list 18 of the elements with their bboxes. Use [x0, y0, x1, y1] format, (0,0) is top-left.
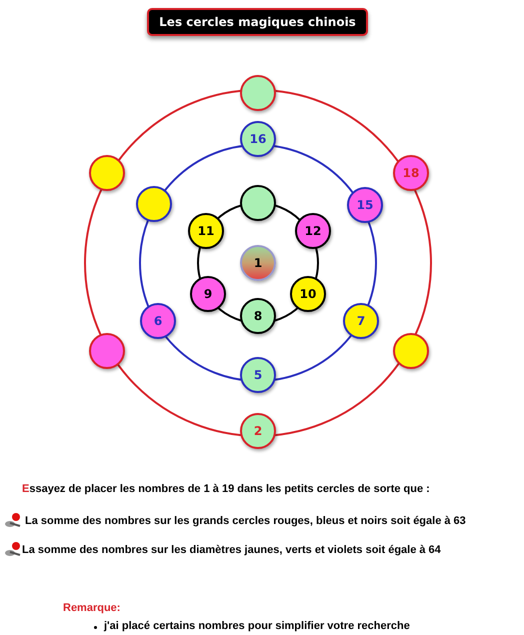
empty-circle	[89, 333, 125, 369]
rule-text: La somme des nombres sur les grands cercles rouges, bleus et noirs soit égale à 63	[25, 515, 466, 527]
empty-circle	[393, 333, 429, 369]
number-circle: 18	[393, 155, 429, 191]
note-heading: Remarque:	[63, 602, 120, 614]
note-text: j'ai placé certains nombres pour simplifier votre recherche	[104, 620, 410, 632]
rule-text: La somme des nombres sur les diamètres jaunes, verts et violets soit égale à 64	[22, 544, 441, 556]
instruction-text: Essayez de placer les nombres de 1 à 19 dans les petits cercles de sorte que :	[22, 483, 430, 495]
empty-circle	[240, 75, 276, 111]
number-circle: 7	[343, 303, 379, 339]
number-circle: 6	[140, 303, 176, 339]
number-circle: 15	[347, 187, 383, 223]
number-circle: 2	[240, 413, 276, 449]
number-circle: 5	[240, 357, 276, 393]
title-banner: Les cercles magiques chinois	[147, 8, 368, 36]
empty-circle	[89, 155, 125, 191]
number-circle: 16	[240, 121, 276, 157]
empty-circle	[136, 186, 172, 222]
